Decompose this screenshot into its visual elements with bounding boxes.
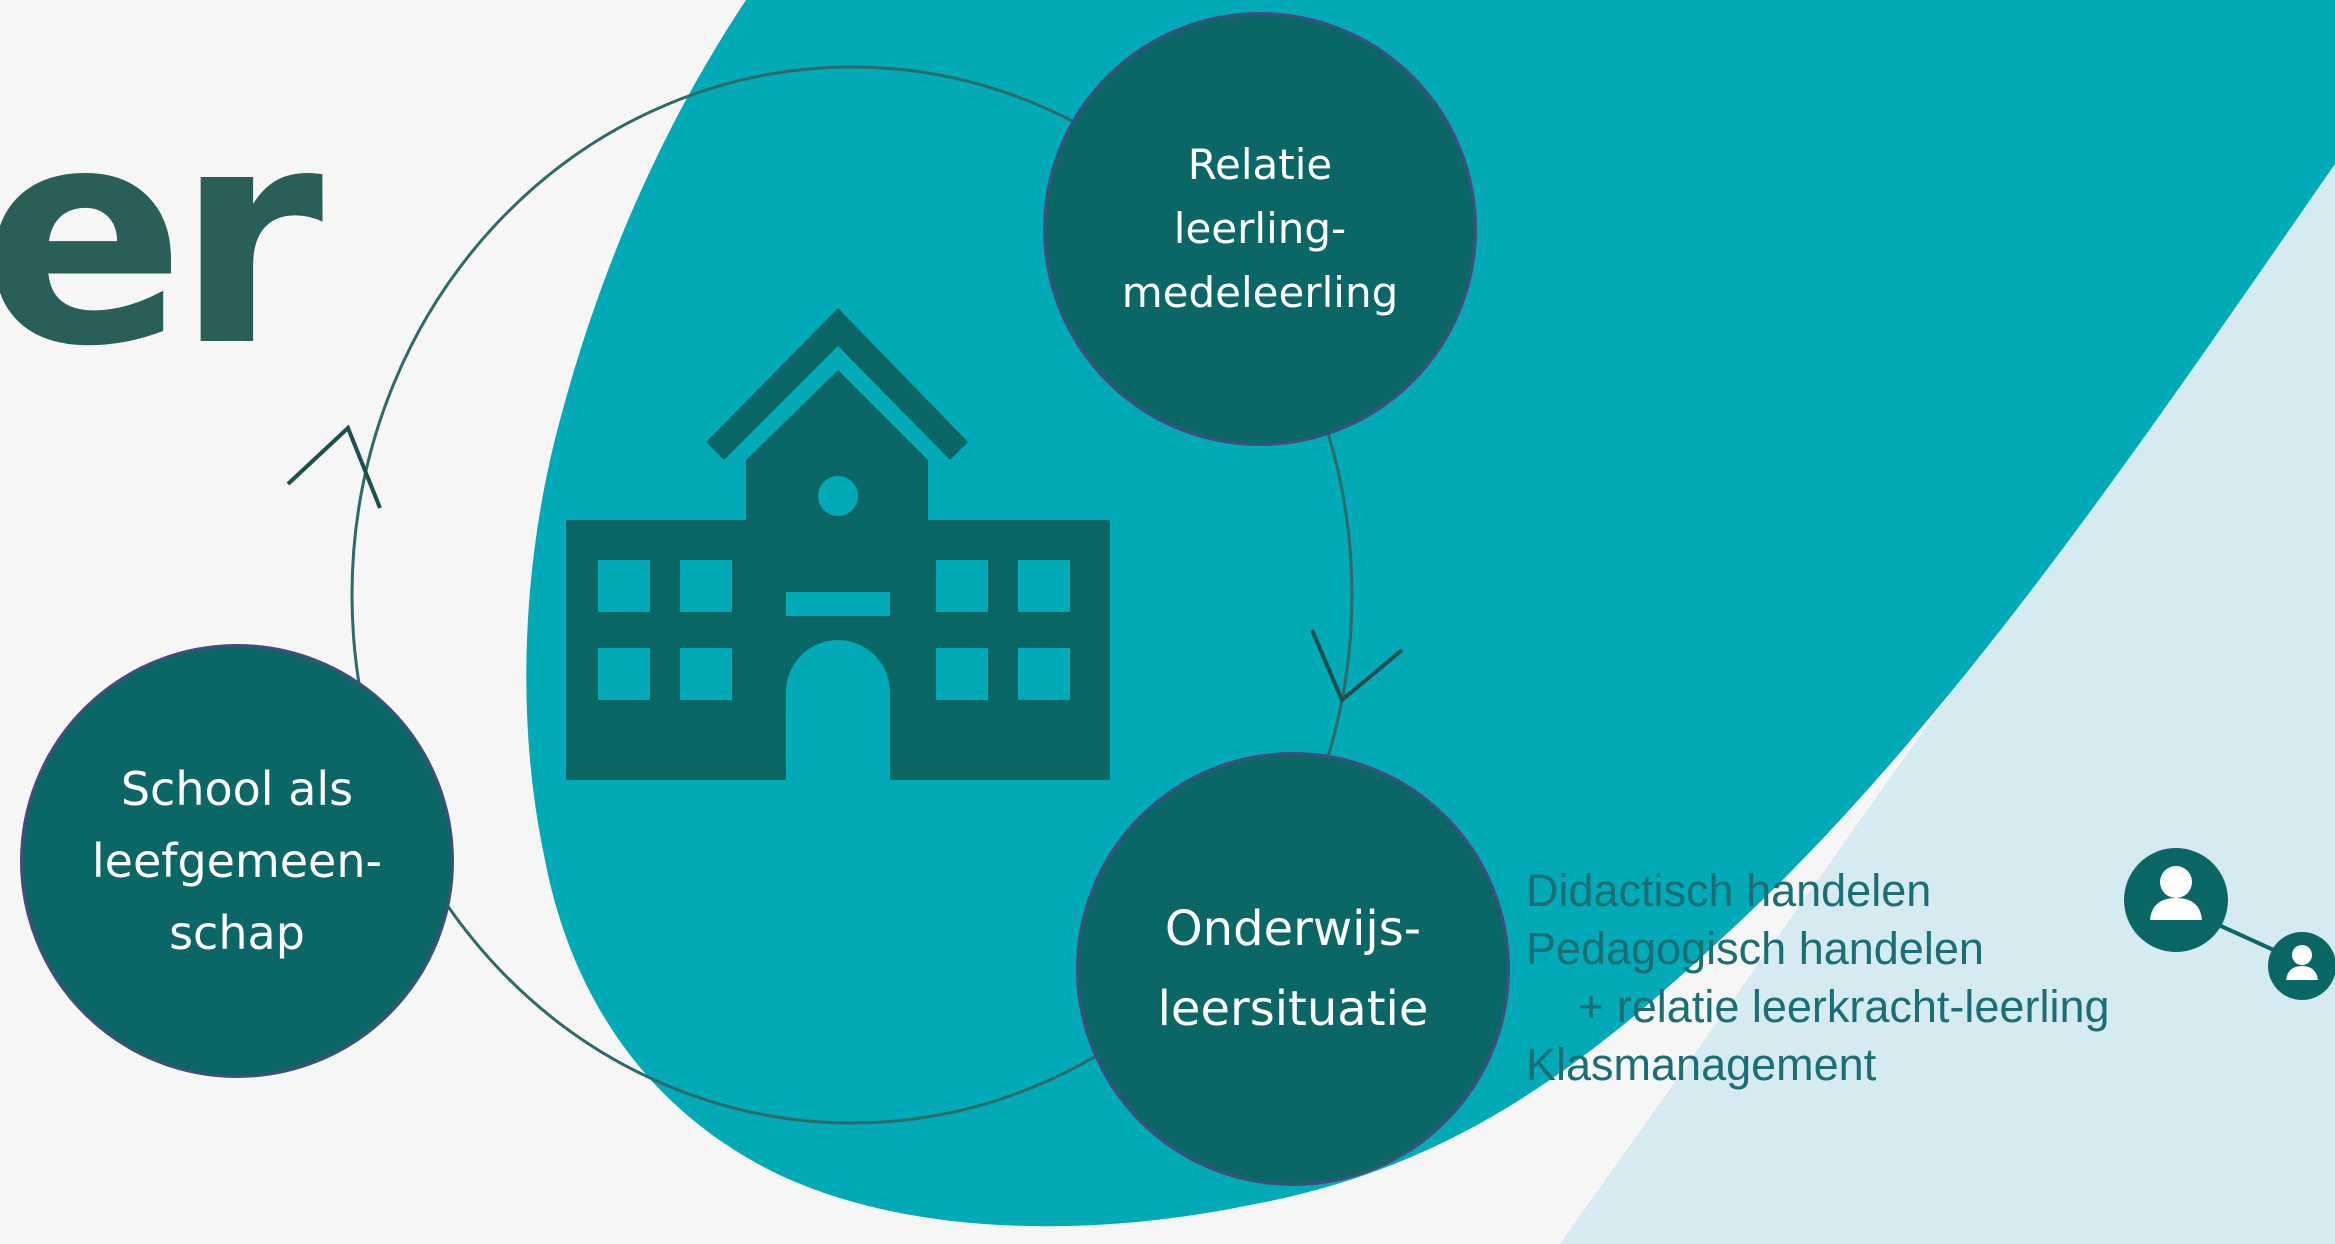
school-building-details (598, 476, 1070, 700)
list-item: + relatie leerkracht-leerling (1578, 981, 2110, 1032)
node-onderwijs-leersituatie: Onderwijs- leersituatie (1076, 752, 1510, 1186)
cycle-circle (350, 65, 1354, 1125)
node-school-als-leefgemeenschap: School als leefgemeen- schap (20, 644, 454, 1078)
list-item: Klasmanagement (1526, 1039, 1877, 1090)
teal-blob-shape (526, 0, 2335, 1227)
list-item: Didactisch handelen (1526, 865, 1932, 916)
arrowhead-right (1310, 629, 1404, 704)
arrowhead-left (286, 424, 382, 509)
node-label: Onderwijs- leersituatie (1157, 901, 1429, 1037)
node-label: School als leefgemeen- schap (91, 762, 383, 960)
node-label: Relatie leerling- medeleerling (1121, 140, 1399, 317)
user-icon (2268, 932, 2335, 1000)
user-icon (2124, 848, 2228, 952)
heading-fragment: er (0, 63, 323, 412)
node-relatie-leerling-medeleerling: Relatie leerling- medeleerling (1043, 12, 1477, 446)
side-text-list: Didactisch handelen Pedagogisch handelen… (1526, 862, 2110, 1094)
list-item: Pedagogisch handelen (1526, 923, 1984, 974)
